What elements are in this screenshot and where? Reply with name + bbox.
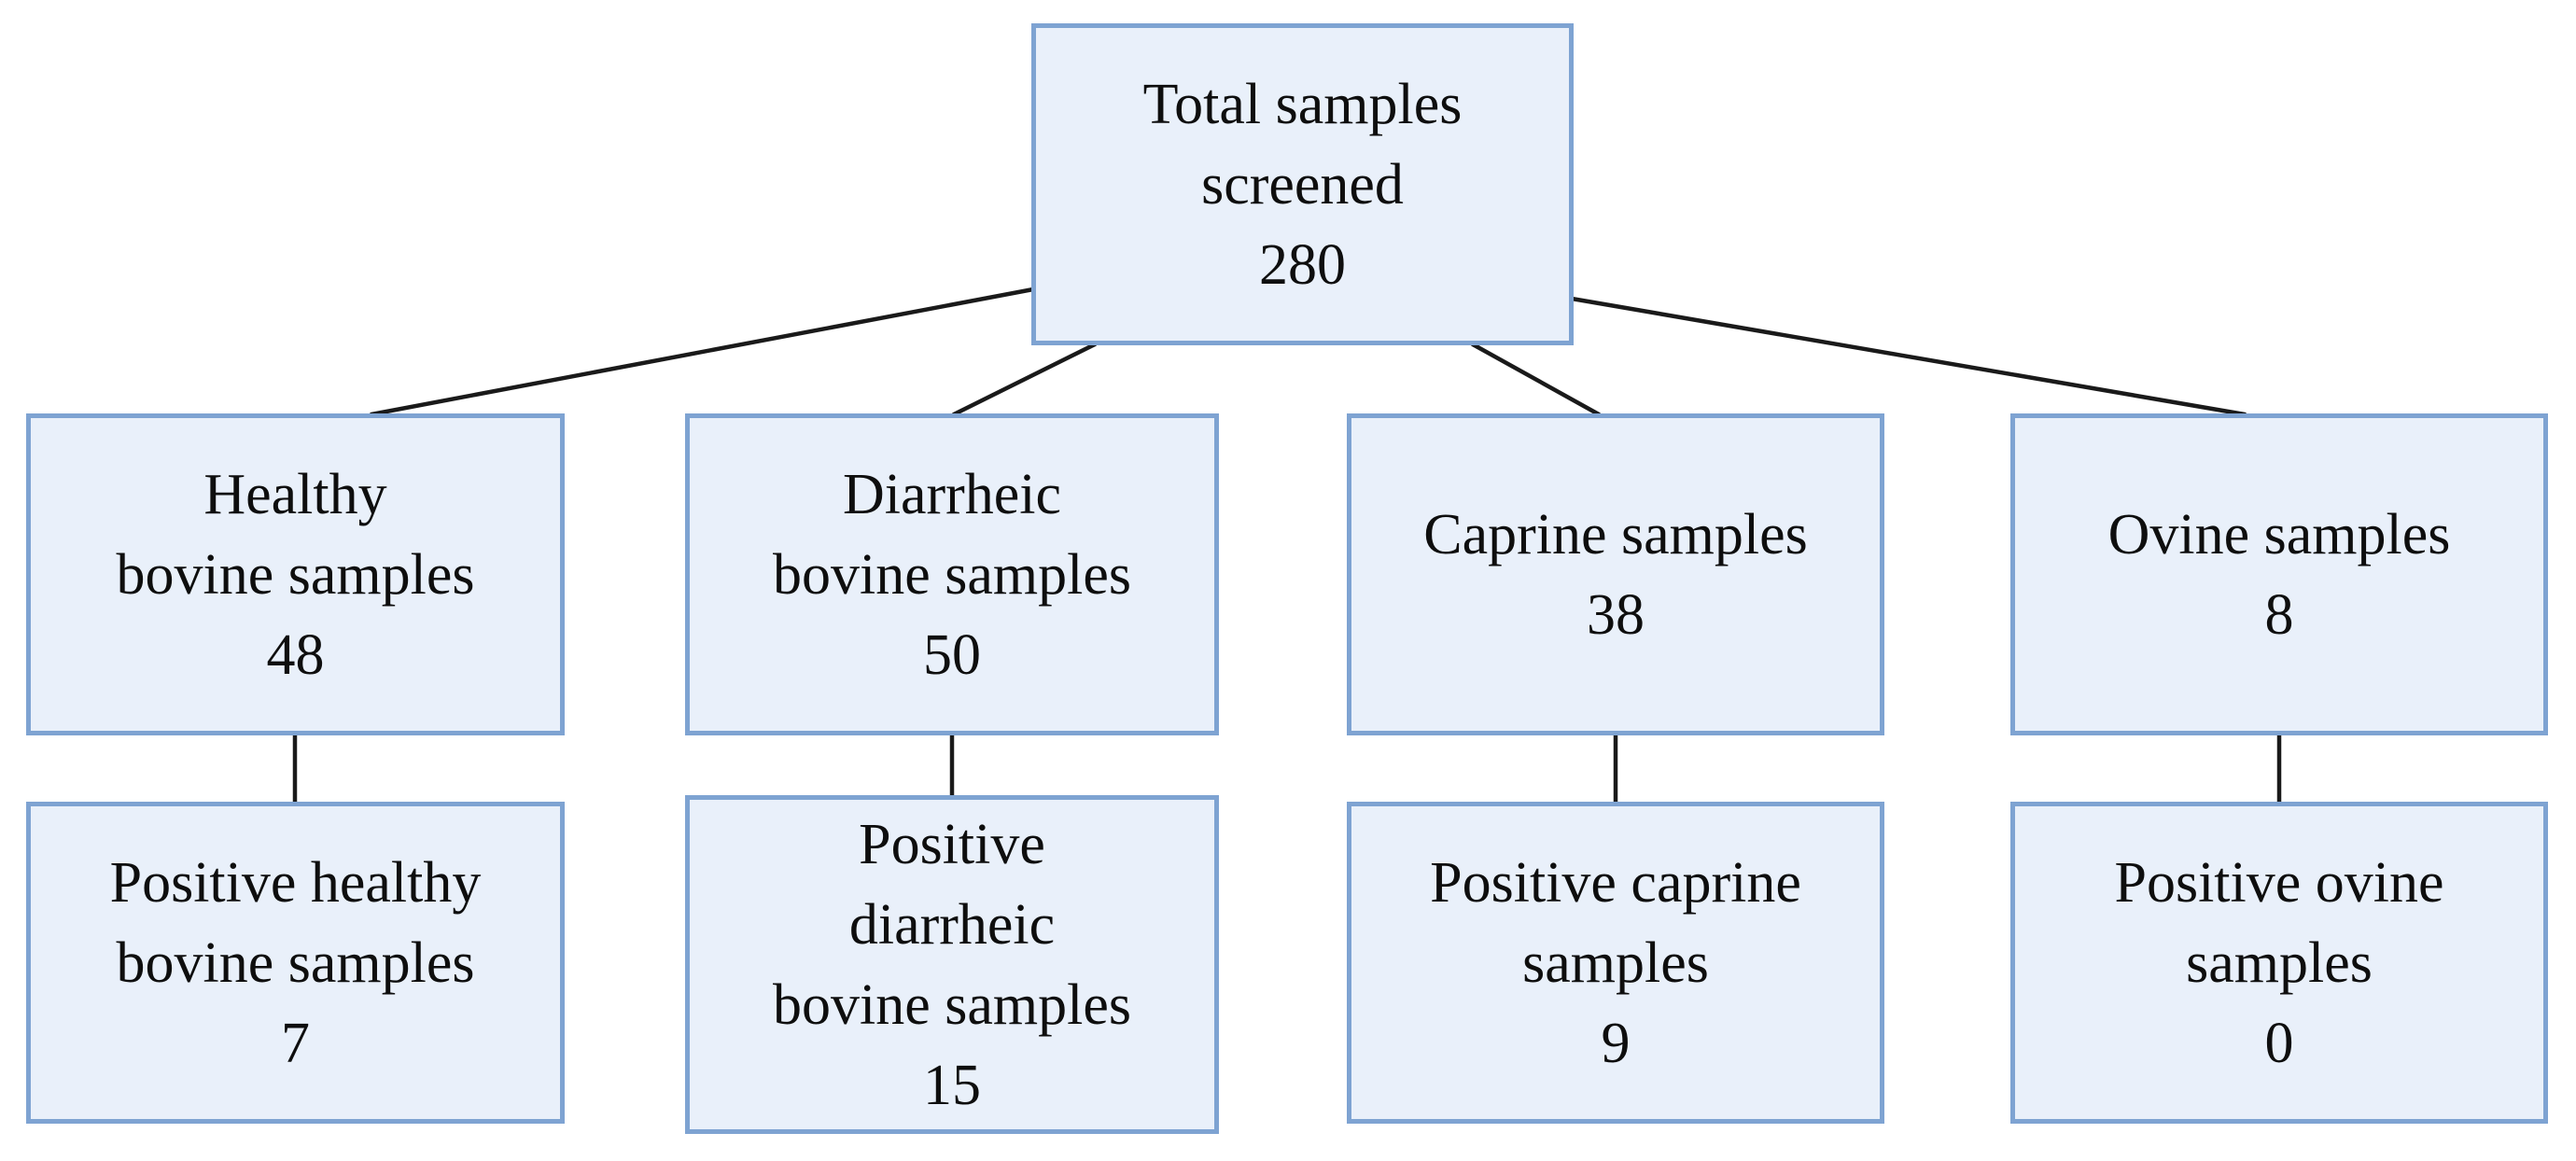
edge-total-to-healthy-bovine	[369, 287, 1036, 417]
edge-total-to-diarrheic-bovine	[951, 342, 1098, 417]
edge-total-to-caprine	[1470, 342, 1602, 417]
edge-total-to-ovine	[1569, 296, 2247, 417]
